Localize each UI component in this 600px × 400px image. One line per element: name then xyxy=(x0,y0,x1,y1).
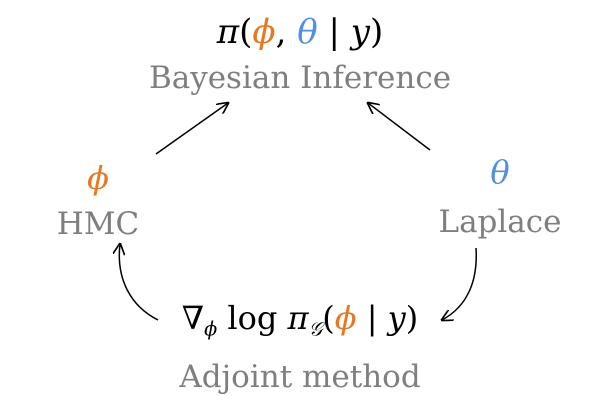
log-text: log xyxy=(227,299,278,337)
arrow-hmc-to-bayesian xyxy=(155,103,228,155)
theta-symbol: θ xyxy=(490,153,510,191)
pi-symbol: π xyxy=(287,299,309,337)
hmc-parameter: ϕ xyxy=(28,158,168,198)
gradient-expression: ∇ϕ log π𝒢(ϕ | y) xyxy=(100,297,500,351)
nabla-symbol: ∇ xyxy=(181,299,205,337)
phi-symbol: ϕ xyxy=(252,12,276,52)
posterior-expression: π(ϕ, θ | y) xyxy=(100,12,500,52)
laplace-label: Laplace xyxy=(438,204,562,240)
node-hmc: ϕ HMC xyxy=(28,158,168,244)
node-laplace: θ Laplace xyxy=(420,152,580,242)
arrow-laplace-to-adjoint xyxy=(442,247,477,320)
arrow-laplace-to-bayesian xyxy=(368,103,431,151)
adjoint-method-label: Adjoint method xyxy=(179,358,421,395)
laplace-parameter: θ xyxy=(420,152,580,192)
close-paren: ) xyxy=(369,12,384,52)
theta-symbol: θ xyxy=(297,12,318,52)
hmc-label: HMC xyxy=(56,206,140,242)
g-subscript: 𝒢 xyxy=(308,317,323,341)
comma: , xyxy=(275,12,287,52)
pi-symbol: π xyxy=(216,12,240,52)
given-bar: | xyxy=(328,12,340,52)
arrow-adjoint-to-hmc xyxy=(119,244,159,321)
open-paren: ( xyxy=(322,299,335,337)
close-paren: ) xyxy=(405,299,419,337)
phi-symbol: ϕ xyxy=(334,299,357,337)
y-symbol: y xyxy=(387,299,406,337)
phi-subscript: ϕ xyxy=(204,317,218,341)
y-symbol: y xyxy=(350,12,370,52)
bayesian-inference-label: Bayesian Inference xyxy=(148,60,452,96)
open-paren: ( xyxy=(239,12,253,52)
given-bar: | xyxy=(366,299,378,337)
node-adjoint-method: ∇ϕ log π𝒢(ϕ | y) Adjoint method xyxy=(100,297,500,397)
phi-symbol: ϕ xyxy=(87,159,109,197)
node-bayesian-inference: π(ϕ, θ | y) Bayesian Inference xyxy=(100,12,500,98)
